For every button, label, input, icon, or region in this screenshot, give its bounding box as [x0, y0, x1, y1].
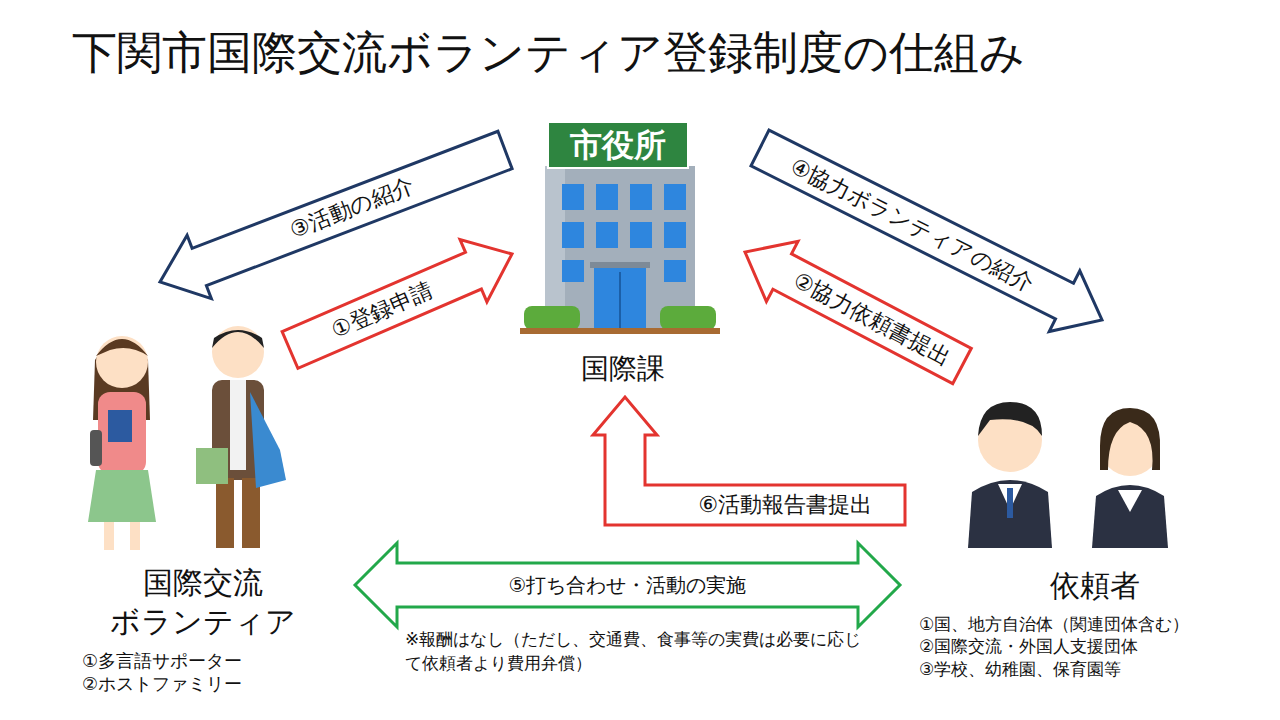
- block-arrow: [355, 543, 900, 627]
- list-item: ①国、地方自治体（関連団体含む）: [919, 613, 1276, 635]
- city-hall-illustration: [520, 122, 720, 334]
- edge-label: ②協力依頼書提出: [787, 266, 958, 372]
- diagram-title: 下関市国際交流ボランティア登録制度の仕組み: [72, 26, 1025, 80]
- item-list: ①国、地方自治体（関連団体含む）②国際交流・外国人支援団体③学校、幼稚園、保育園…: [913, 613, 1276, 680]
- volunteer-illustration: [88, 326, 286, 550]
- node-heading: 国際交流 ボランティア: [98, 563, 308, 641]
- note-text: ※報酬はなし（ただし、交通費、食事等の実費は必要に応じて依頼者より費用弁償）: [405, 628, 865, 676]
- office-node: 国際課: [515, 120, 730, 395]
- node-heading: 国際課: [581, 351, 665, 387]
- list-item: ②ホストファミリー: [82, 672, 336, 696]
- list-item: ③学校、幼稚園、保育園等: [919, 658, 1276, 680]
- block-arrow: [751, 130, 1102, 331]
- list-item: ②国際交流・外国人支援団体: [919, 635, 1276, 657]
- item-list: ①多言語サポーター②ホストファミリー: [70, 649, 336, 697]
- edge-label: ⑥活動報告書提出: [695, 492, 875, 517]
- sign-text: 市役所: [548, 122, 688, 168]
- block-arrow: [745, 241, 971, 383]
- requester-node: 依頼者 ①国、地方自治体（関連団体含む）②国際交流・外国人支援団体③学校、幼稚園、…: [905, 380, 1276, 690]
- block-arrow: [593, 397, 905, 525]
- volunteer-node: 国際交流 ボランティア ①多言語サポーター②ホストファミリー: [70, 315, 336, 710]
- list-item: ①多言語サポーター: [82, 649, 336, 673]
- block-arrow: [282, 240, 512, 369]
- edge-label: ⑤打ち合わせ・活動の実施: [506, 574, 750, 597]
- block-arrow: [160, 131, 512, 298]
- requester-illustration: [968, 402, 1168, 548]
- node-heading: 依頼者: [1050, 566, 1140, 605]
